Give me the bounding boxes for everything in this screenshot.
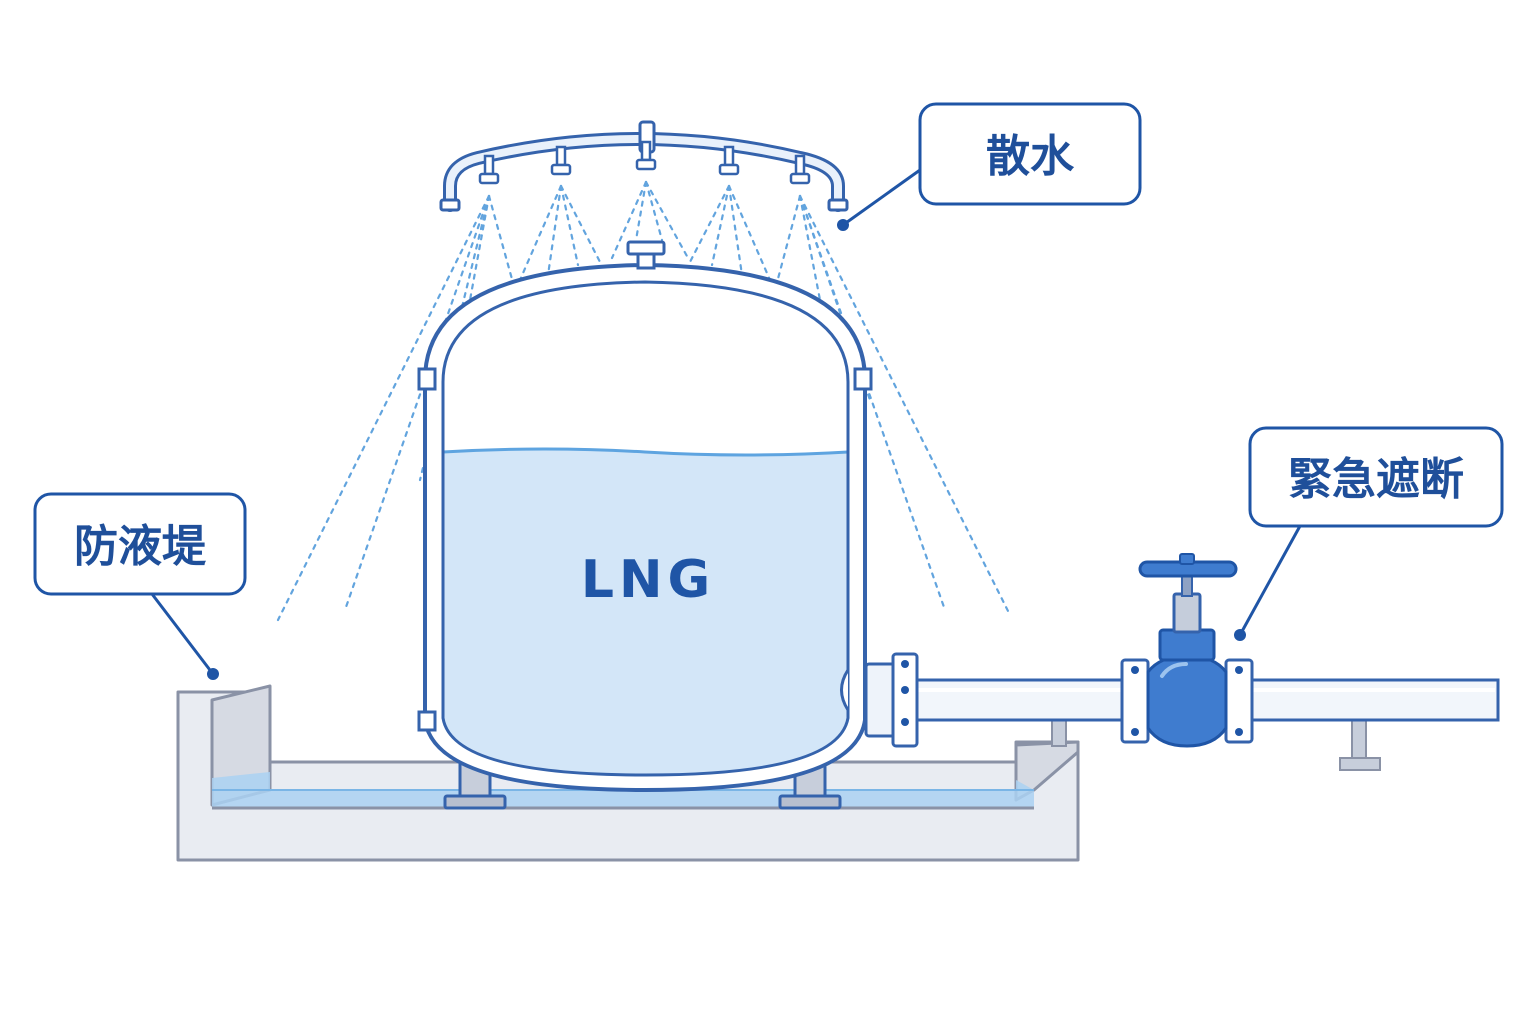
callout-leader-water-spray [842,168,921,227]
sprinkler-end-cap-left [439,198,461,212]
spray-line-16 [727,184,744,277]
valve-stem-cap [1179,553,1195,565]
tank-foot-right [778,794,842,810]
callout-box-dike [33,492,247,596]
spray-line-12 [644,180,664,242]
sprinkler-nozzle-head-4 [718,163,740,176]
spray-line-9 [559,184,602,264]
valve-bonnet-lower [1158,628,1216,662]
callout-dot-dike [207,668,219,680]
pipe-support-2-base [1339,757,1381,771]
spray-line-15 [710,184,731,267]
spray-line-4 [468,194,491,302]
valve-bolt-left-top [1131,666,1139,674]
callout-leader-dike [150,593,215,675]
spray-line-14 [688,184,731,264]
valve-bonnet-upper [1172,592,1202,634]
callout-emergency-shutoff: 緊急遮断 [1234,426,1504,641]
callout-label-dike: 防液堤 [74,521,207,572]
sprinkler-end-cap-right [827,198,849,212]
spray-line-10 [610,180,648,260]
sprinkler-nozzle-stem-2 [555,145,567,167]
tank-shell-inner [441,280,850,777]
coupling-bolt-top [901,660,909,668]
pipe-segment-1 [913,678,1127,722]
spray-line-1 [276,194,491,622]
callout-dike: 防液堤 [33,492,247,680]
callout-water-spray: 散水 [837,102,1142,231]
spray-line-19 [798,194,822,302]
callout-box-emergency-shutoff [1248,426,1504,528]
sprinkler-nozzle-head-2 [550,163,572,176]
pipe-segment-2 [1243,678,1500,722]
pipe-support-1 [1051,717,1067,747]
spray-line-7 [546,184,563,277]
valve-bolt-left-bottom [1131,728,1139,736]
callout-box-water-spray [918,102,1142,206]
spray-line-22 [798,194,1012,617]
gate-valve-icon [1120,553,1254,748]
lng-tank: LNG [417,240,873,793]
coupling-bolt-mid [901,686,909,694]
coupling-bolt-bottom [901,718,909,726]
sprinkler-nozzle-head-5 [789,172,811,185]
spray-line-17 [727,184,772,282]
sprinkler-nozzle-stem-4 [723,145,735,167]
callout-dot-emergency-shutoff [1234,629,1246,641]
tank-outlet-nozzle [840,669,850,711]
valve-bolt-right-top [1235,666,1243,674]
callout-dot-water-spray [837,219,849,231]
pipe-support-2 [1351,717,1367,759]
spray-line-2 [343,194,491,612]
spray-line-18 [773,194,802,292]
spray-line-11 [634,180,648,242]
tank-top-nozzle-cap [626,240,666,256]
tank-foot-left [443,794,507,810]
outlet-pipeline [864,553,1500,771]
sprinkler-nozzle-head-1 [478,172,500,185]
sprinkler-nozzle-stem-3 [640,140,652,162]
coupling-flange [891,652,919,748]
valve-bolt-right-bottom [1235,728,1243,736]
sprinkler-nozzle-stem-5 [794,154,806,176]
valve-body [1146,654,1228,748]
callout-label-water-spray: 散水 [986,131,1075,182]
tank-flange-right [853,367,873,391]
spray-line-21 [798,194,947,612]
tank-label: LNG [581,550,715,610]
spray-line-5 [487,194,517,292]
tank-liquid [443,449,848,775]
tank-flange-left-low [417,710,437,732]
valve-body-shine [1160,662,1188,678]
liquid-surface [442,447,849,457]
sprinkler-nozzles [478,140,811,185]
sprinkler-nozzle-head-3 [635,158,657,171]
spray-line-8 [559,184,580,267]
sprinkler-nozzle-stem-1 [483,154,495,176]
callout-leader-emergency-shutoff [1238,525,1302,636]
tank-flange-left [417,367,437,391]
sprinkler-ring-icon [439,120,849,212]
callout-label-emergency-shutoff: 緊急遮断 [1288,454,1464,505]
spray-line-13 [644,180,690,260]
spray-line-6 [518,184,563,282]
